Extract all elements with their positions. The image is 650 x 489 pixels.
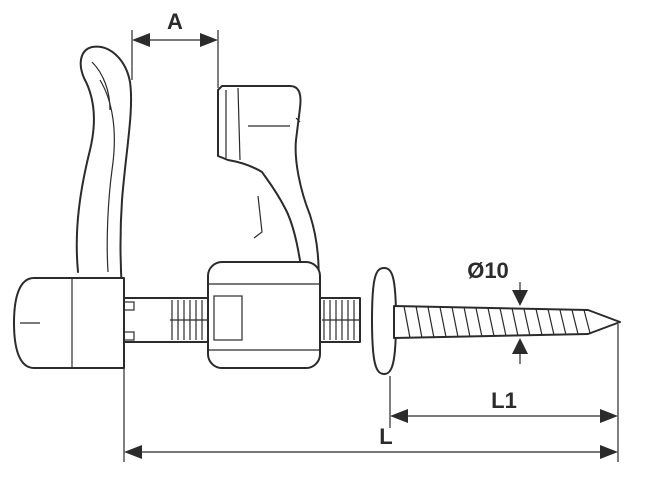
dimension-l-label: L	[379, 424, 392, 449]
dimension-a: A	[131, 9, 219, 88]
dimension-diameter: Ø10	[467, 258, 528, 364]
dimension-l: L	[123, 342, 618, 462]
end-knob	[13, 277, 135, 369]
dimension-diameter-label: Ø10	[467, 258, 509, 283]
dimension-l1-label: L1	[491, 388, 517, 413]
wood-screw	[371, 267, 621, 375]
knurled-nut	[207, 261, 321, 369]
dimension-l1: L1	[389, 324, 619, 462]
dimension-a-label: A	[167, 9, 183, 34]
